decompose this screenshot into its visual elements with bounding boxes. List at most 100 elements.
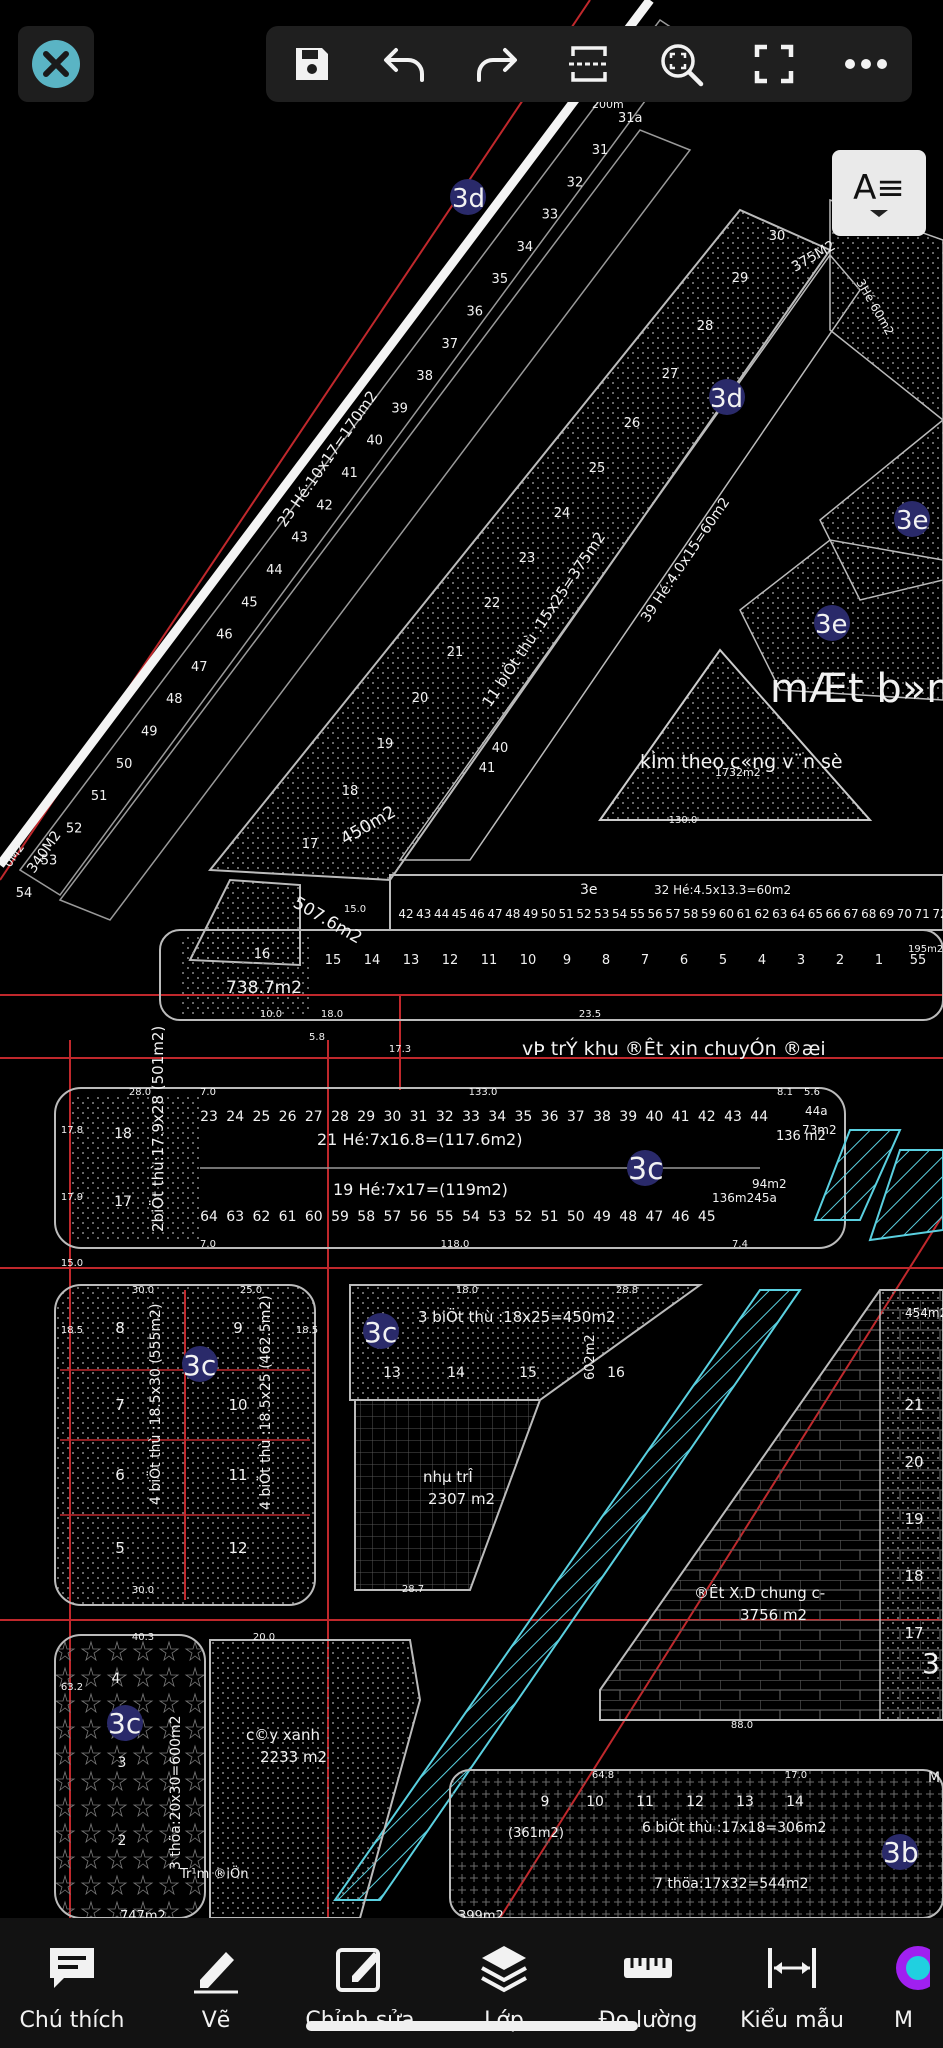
zoom-extents-button[interactable] xyxy=(649,32,713,96)
close-icon xyxy=(32,40,80,88)
lot-number: 50 xyxy=(541,907,556,921)
tab-annotation[interactable]: Chú thích xyxy=(0,1918,144,2048)
lot-number: 44 xyxy=(750,1109,768,1125)
tab-draw[interactable]: Vẽ xyxy=(144,1918,288,2048)
lot-number: 44 xyxy=(434,907,449,921)
tab-measure[interactable]: Đo lường xyxy=(576,1918,720,2048)
zone-label: 3e xyxy=(580,882,598,898)
dimension-label: 23.5 xyxy=(579,1009,601,1020)
lot-number: 41 xyxy=(341,466,358,481)
lot-number: 63 xyxy=(226,1209,244,1225)
lot-number: 16 xyxy=(607,1365,625,1381)
lot-number: 31 xyxy=(410,1109,428,1125)
lot-number: 36 xyxy=(467,305,484,320)
lot-label: 136m245a xyxy=(712,1191,777,1205)
undo-button[interactable] xyxy=(372,32,436,96)
dimension-label: 18.5 xyxy=(61,1325,83,1336)
lot-number: 18 xyxy=(904,1567,923,1585)
lot-number: 43 xyxy=(291,531,308,546)
zone-label: 3e xyxy=(815,610,848,640)
lot-number: 14 xyxy=(364,953,381,968)
lot-number: 19 xyxy=(377,737,394,752)
lot-number: 2 xyxy=(118,1833,127,1849)
lot-number: 25 xyxy=(589,461,606,476)
split-view-icon xyxy=(568,46,609,82)
lot-number: 36 xyxy=(541,1109,559,1125)
lot-number: 4 xyxy=(758,953,766,968)
zone-label: 3d xyxy=(452,184,485,214)
dimension-label: 18.0 xyxy=(456,1285,478,1296)
tab-label: Kiểu mẫu xyxy=(740,2008,844,2033)
lot-number: 10 xyxy=(228,1396,247,1414)
lot-number: 61 xyxy=(737,907,752,921)
lot-number: 11 xyxy=(636,1794,654,1810)
lot-number: 2 xyxy=(836,953,844,968)
lot-number: 26 xyxy=(279,1109,297,1125)
lot-label: 195m2 xyxy=(908,944,943,955)
lot-number: 7 xyxy=(115,1396,125,1414)
zone-label: 3c xyxy=(183,1349,216,1382)
lot-number: 46 xyxy=(470,907,485,921)
tab-more[interactable]: M xyxy=(864,1918,943,2048)
lot-number: 28 xyxy=(331,1109,349,1125)
lot-number: 43 xyxy=(416,907,431,921)
block-right-lots xyxy=(879,1289,943,1721)
lot-number: 44 xyxy=(266,563,283,578)
lot-number: 49 xyxy=(523,907,538,921)
fullscreen-icon xyxy=(754,44,793,84)
lot-number: 49 xyxy=(141,724,158,739)
color-icon xyxy=(895,1946,930,1990)
lot-number: 9 xyxy=(233,1319,243,1337)
zone-label: 3e xyxy=(896,506,929,536)
zone-markers xyxy=(107,179,930,1870)
lot-label: (361m2) xyxy=(508,1826,564,1841)
lot-number: 16 xyxy=(254,947,271,962)
lot-number: 69 xyxy=(879,907,894,921)
dimension-label: 30.0 xyxy=(132,1585,154,1596)
dimension-label: 18.0 xyxy=(321,1009,343,1020)
lot-label: 21 Hé:7x16.8=(117.6m2) xyxy=(317,1130,522,1149)
lot-number: 42 xyxy=(698,1109,716,1125)
redo-button[interactable] xyxy=(465,32,529,96)
lot-label: 3756 m2 xyxy=(740,1606,807,1624)
fullscreen-button[interactable] xyxy=(742,32,806,96)
lot-number: 45 xyxy=(698,1209,716,1225)
zoom-extents-icon xyxy=(661,44,704,87)
lot-number: 27 xyxy=(662,367,679,382)
more-button[interactable] xyxy=(834,32,898,96)
lot-number: 32 xyxy=(436,1109,454,1125)
home-indicator[interactable] xyxy=(306,2021,638,2031)
lot-number: 55 xyxy=(436,1209,454,1225)
lot-number: 34 xyxy=(488,1109,506,1125)
lot-number: 27 xyxy=(305,1109,323,1125)
lot-number: 39 xyxy=(619,1109,637,1125)
lot-label: Tr¹m ®iÖn xyxy=(179,1865,248,1882)
lot-number: 42 xyxy=(398,907,413,921)
lot-number: 38 xyxy=(593,1109,611,1125)
lot-label: 94m2 xyxy=(752,1177,787,1191)
save-button[interactable] xyxy=(280,32,344,96)
dimension-label: 17.0 xyxy=(785,1770,807,1781)
lot-number: 29 xyxy=(357,1109,375,1125)
lot-label: 136 m2 xyxy=(776,1129,826,1144)
lot-number: 55 xyxy=(630,907,645,921)
split-view-button[interactable] xyxy=(557,32,621,96)
lot-label: 19 Hé:7x17=(119m2) xyxy=(333,1180,508,1199)
lot-number: 53 xyxy=(594,907,609,921)
text-display-toggle[interactable]: A≡ xyxy=(832,150,926,236)
lot-number: 30 xyxy=(383,1109,401,1125)
lot-number: 54 xyxy=(16,886,33,901)
lot-number: 9 xyxy=(541,1794,550,1810)
lot-number: 45 xyxy=(452,907,467,921)
tab-style[interactable]: Kiểu mẫu xyxy=(720,1918,864,2048)
lot-number: 41 xyxy=(672,1109,690,1125)
close-button[interactable] xyxy=(18,26,94,102)
lot-number: 64 xyxy=(790,907,805,921)
lot-label: M xyxy=(928,1770,940,1786)
lot-label: c©y xanh xyxy=(246,1726,320,1744)
dimension-label: 118.0 xyxy=(441,1239,470,1250)
lot-number: 51 xyxy=(541,1209,559,1225)
lot-label: 602m2 xyxy=(583,1334,598,1380)
ruler-icon xyxy=(624,1958,672,1978)
